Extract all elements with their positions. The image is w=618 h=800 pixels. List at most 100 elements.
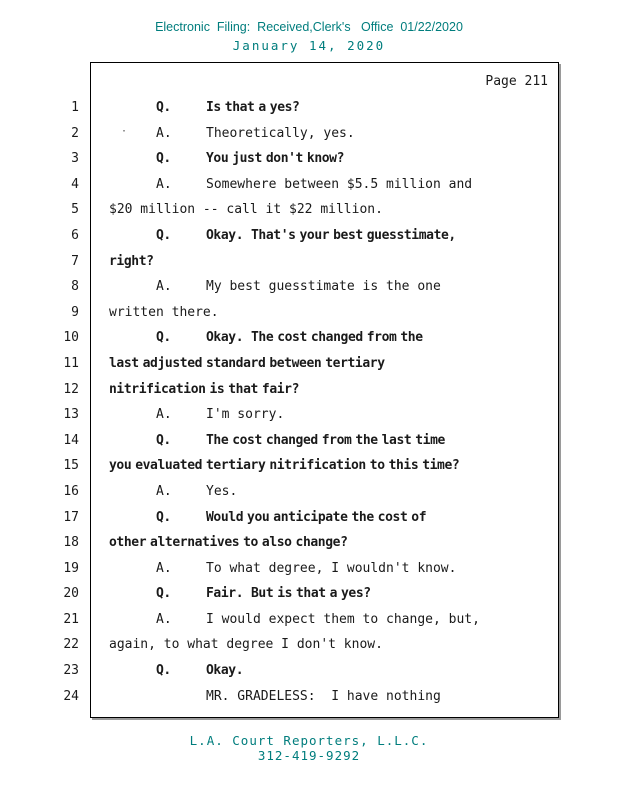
line-text: Okay. That's your best guesstimate, xyxy=(206,227,456,243)
line-content: A.I'm sorry. xyxy=(91,402,558,428)
line-content: nitrification is that fair? xyxy=(91,377,558,403)
line-text: MR. GRADELESS: I have nothing xyxy=(206,688,441,704)
line-number: 21 xyxy=(63,611,79,627)
line-number: 7 xyxy=(71,253,79,269)
line-content: Q. Okay. The cost changed from the xyxy=(91,325,558,351)
line-text: Fair. But is that a yes? xyxy=(206,586,371,602)
line-text: you evaluated tertiary nitrification to … xyxy=(109,458,460,474)
line-number: 14 xyxy=(63,432,79,448)
line-content: A. To what degree, I wouldn't know. xyxy=(91,556,558,582)
line-text: right? xyxy=(109,253,154,269)
transcript-line: 6 Q. Okay. That's your best guesstimate, xyxy=(71,223,558,249)
line-content: Q.Okay. xyxy=(91,658,558,684)
line-content: MR. GRADELESS: I have nothing xyxy=(91,684,558,710)
speaker-label: A. xyxy=(156,279,172,295)
transcript-line: 16 A. Yes. xyxy=(63,479,558,505)
reporter-phone: 312-419-9292 xyxy=(257,748,361,763)
transcript-line: 9 written there. xyxy=(71,300,558,326)
line-text: last adjusted standard between tertiary xyxy=(109,355,385,371)
speaker-label: A. xyxy=(156,611,172,627)
line-text: Okay. xyxy=(206,663,244,679)
line-text: Yes. xyxy=(206,483,238,499)
page-number-label: Page 211 xyxy=(485,74,548,89)
line-number: 9 xyxy=(71,304,79,320)
speaker-label: A. xyxy=(156,483,172,499)
filing-header: Electronic Filing: Received,Clerk's Offi… xyxy=(0,20,618,53)
line-text: Theoretically, yes. xyxy=(206,125,355,141)
line-content: Q.Is that a yes? xyxy=(91,95,558,121)
line-number: 5 xyxy=(71,202,79,218)
line-number: 17 xyxy=(63,509,79,525)
line-number: 16 xyxy=(63,483,79,499)
line-number: 15 xyxy=(63,458,79,474)
stray-mark: · xyxy=(121,125,128,137)
transcript-line: 19 A. To what degree, I wouldn't know. xyxy=(63,556,558,582)
transcript-line: 10 Q. Okay. The cost changed from the xyxy=(63,325,558,351)
transcript-line: 21 A.I would expect them to change, but, xyxy=(63,607,558,633)
transcript-line: 22 again, to what degree I don't know. xyxy=(63,632,558,658)
transcript-line: 12 nitrification is that fair? xyxy=(63,377,558,403)
line-text: Is that a yes? xyxy=(206,100,300,115)
line-number: 19 xyxy=(63,560,79,576)
line-text: My best guesstimate is the one xyxy=(206,279,441,295)
line-text: You just don't know? xyxy=(206,151,345,167)
line-text: written there. xyxy=(109,304,219,320)
line-content: Q. Okay. That's your best guesstimate, xyxy=(91,223,558,249)
transcript-line: 5 $20 million -- call it $22 million. xyxy=(71,197,558,223)
line-text: To what degree, I wouldn't know. xyxy=(206,560,457,576)
line-content: Q.The cost changed from the last time xyxy=(91,428,558,454)
line-text: nitrification is that fair? xyxy=(109,381,300,397)
line-content: Q. You just don't know? xyxy=(91,146,558,172)
line-text: again, to what degree I don't know. xyxy=(109,637,383,653)
line-text: I'm sorry. xyxy=(206,407,285,423)
speaker-label: A. xyxy=(156,560,172,576)
line-content: you evaluated tertiary nitrification to … xyxy=(91,453,558,479)
line-number: 4 xyxy=(71,176,79,192)
line-number: 13 xyxy=(63,407,79,423)
line-content: $20 million -- call it $22 million. xyxy=(91,197,558,223)
line-number: 6 xyxy=(71,227,79,243)
transcript-line: 20 Q.Fair. But is that a yes? xyxy=(63,581,558,607)
line-content: right? xyxy=(91,249,558,275)
line-number: 22 xyxy=(63,637,79,653)
line-number: 12 xyxy=(63,381,79,397)
transcript-line: 8 A. My best guesstimate is the one xyxy=(71,274,558,300)
line-text: $20 million -- call it $22 million. xyxy=(109,202,383,218)
line-number: 2 xyxy=(71,125,79,141)
line-number: 24 xyxy=(63,688,79,704)
speaker-label: A. xyxy=(156,125,172,141)
line-number: 18 xyxy=(63,535,79,551)
line-content: A. Yes. xyxy=(91,479,558,505)
line-content: again, to what degree I don't know. xyxy=(91,632,558,658)
line-content: A.I would expect them to change, but, xyxy=(91,607,558,633)
line-text: Somewhere between $5.5 million and xyxy=(206,176,473,192)
line-number: 23 xyxy=(63,663,79,679)
transcript-line: 14 Q.The cost changed from the last time xyxy=(63,428,558,454)
line-content: Q.Would you anticipate the cost of xyxy=(91,505,558,531)
transcript-line: 17 Q.Would you anticipate the cost of xyxy=(63,505,558,531)
transcript-line: 24 MR. GRADELESS: I have nothing xyxy=(63,684,558,710)
transcript-line: 2 · A. Theoretically, yes. xyxy=(71,121,558,147)
transcript-line: 18 other alternatives to also change? xyxy=(63,530,558,556)
line-text: Okay. The cost changed from the xyxy=(206,330,423,346)
speaker-label: Q. xyxy=(156,330,171,346)
speaker-label: Q. xyxy=(156,151,171,167)
line-content: Q.Fair. But is that a yes? xyxy=(91,581,558,607)
line-content: written there. xyxy=(91,300,558,326)
transcript-line: 7 right? xyxy=(71,249,558,275)
line-content: A. Theoretically, yes. xyxy=(91,121,558,147)
line-content: last adjusted standard between tertiary xyxy=(91,351,558,377)
speaker-label: A. xyxy=(156,176,172,192)
line-text: The cost changed from the last time xyxy=(206,432,445,448)
line-content: A. Somewhere between $5.5 million and xyxy=(91,172,558,198)
transcript-line: 15 you evaluated tertiary nitrification t… xyxy=(63,453,558,479)
line-number: 10 xyxy=(63,330,79,346)
line-content: A. My best guesstimate is the one xyxy=(91,274,558,300)
line-text: other alternatives to also change? xyxy=(109,535,348,551)
speaker-label: Q. xyxy=(156,227,171,243)
line-number: 20 xyxy=(63,586,79,602)
line-number: 8 xyxy=(71,279,79,295)
